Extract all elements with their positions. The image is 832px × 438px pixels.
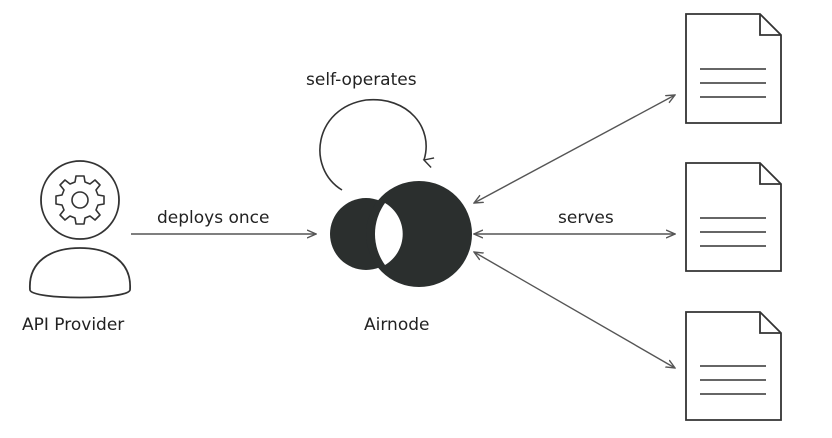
document-icon (685, 13, 782, 124)
serves-arrow-bottom (474, 252, 675, 368)
self-operates-loop (319, 98, 435, 191)
airnode-logo-icon (330, 181, 472, 287)
deploys-once-label: deploys once (157, 208, 270, 228)
api-provider-icon (29, 160, 131, 299)
airnode-label: Airnode (364, 315, 430, 335)
gear-icon (55, 175, 105, 225)
self-operates-label: self-operates (306, 70, 417, 90)
serves-label: serves (558, 208, 614, 228)
document-icon (685, 311, 782, 421)
serves-arrow-top (474, 95, 675, 203)
api-provider-label: API Provider (22, 315, 125, 335)
document-icon (685, 162, 782, 272)
person-body (29, 247, 131, 299)
